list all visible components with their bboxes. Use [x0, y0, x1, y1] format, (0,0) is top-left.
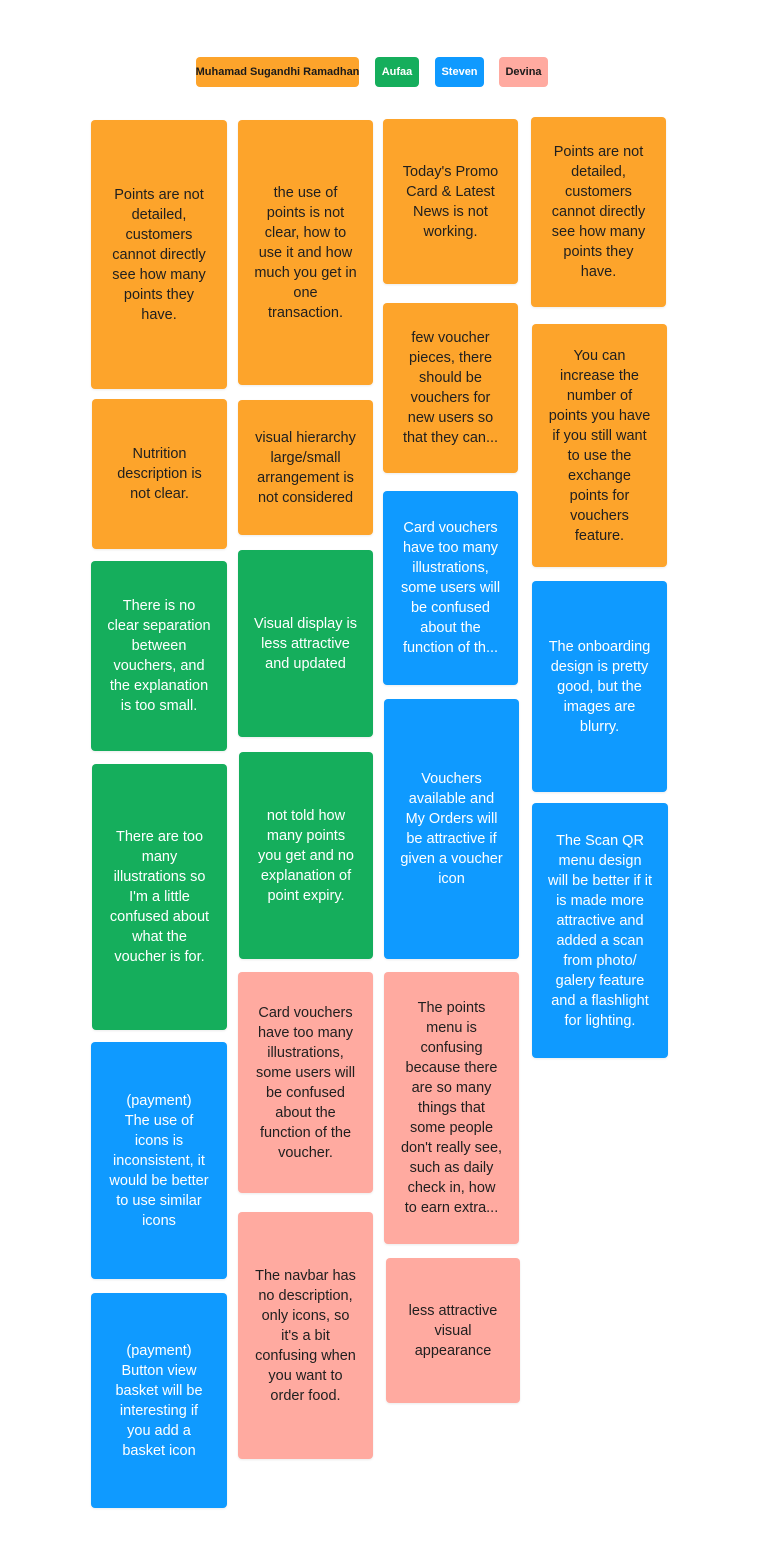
- sticky-note[interactable]: not told how many points you get and no …: [239, 752, 373, 959]
- sticky-note[interactable]: the use of points is not clear, how to u…: [238, 120, 373, 385]
- sticky-note[interactable]: You can increase the number of points yo…: [532, 324, 667, 567]
- sticky-note[interactable]: Points are not detailed, customers canno…: [91, 120, 227, 389]
- sticky-note[interactable]: (payment) Button view basket will be int…: [91, 1293, 227, 1508]
- sticky-note[interactable]: The points menu is confusing because the…: [384, 972, 519, 1244]
- sticky-note[interactable]: Card vouchers have too many illustration…: [383, 491, 518, 685]
- sticky-note[interactable]: Card vouchers have too many illustration…: [238, 972, 373, 1193]
- sticky-note[interactable]: The Scan QR menu design will be better i…: [532, 803, 668, 1058]
- sticky-note[interactable]: Nutrition description is not clear.: [92, 399, 227, 549]
- sticky-note[interactable]: Visual display is less attractive and up…: [238, 550, 373, 737]
- legend-steven: Steven: [435, 57, 484, 87]
- sticky-note[interactable]: Today's Promo Card & Latest News is not …: [383, 119, 518, 284]
- sticky-note[interactable]: Points are not detailed, customers canno…: [531, 117, 666, 307]
- sticky-note[interactable]: visual hierarchy large/small arrangement…: [238, 400, 373, 535]
- legend-devina: Devina: [499, 57, 548, 87]
- sticky-note[interactable]: The navbar has no description, only icon…: [238, 1212, 373, 1459]
- sticky-note[interactable]: few voucher pieces, there should be vouc…: [383, 303, 518, 473]
- sticky-note[interactable]: There are too many illustrations so I'm …: [92, 764, 227, 1030]
- sticky-note[interactable]: less attractive visual appearance: [386, 1258, 520, 1403]
- sticky-note[interactable]: (payment) The use of icons is inconsiste…: [91, 1042, 227, 1279]
- sticky-note[interactable]: Vouchers available and My Orders will be…: [384, 699, 519, 959]
- sticky-note[interactable]: There is no clear separation between vou…: [91, 561, 227, 751]
- legend-aufaa: Aufaa: [375, 57, 419, 87]
- sticky-note[interactable]: The onboarding design is pretty good, bu…: [532, 581, 667, 792]
- legend-muhamad-sugandhi-ramadhan: Muhamad Sugandhi Ramadhan: [196, 57, 359, 87]
